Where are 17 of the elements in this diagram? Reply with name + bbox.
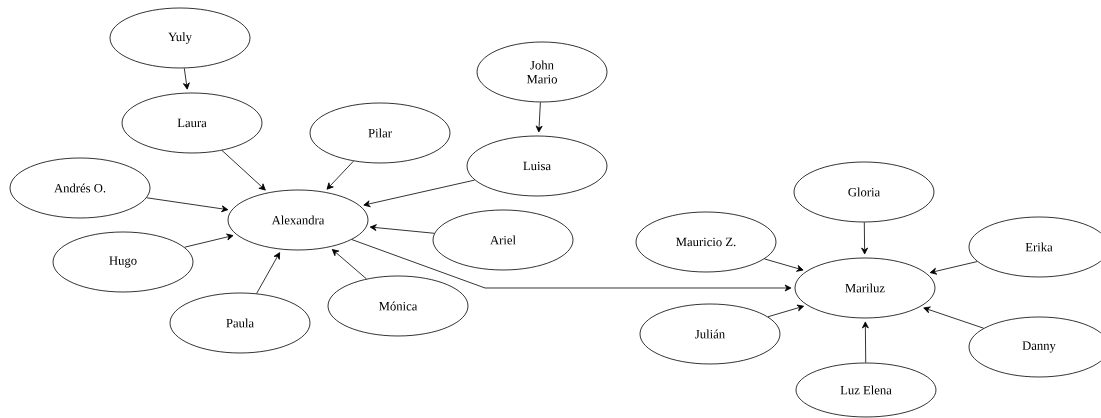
- arrow: [351, 239, 792, 292]
- arrow: [256, 252, 281, 294]
- arrow: [221, 150, 266, 191]
- arrow: [767, 304, 804, 318]
- arrow: [535, 101, 543, 133]
- arrow: [861, 321, 869, 363]
- arrow: [183, 67, 190, 90]
- arrow: [363, 179, 476, 208]
- arrow: [923, 306, 984, 329]
- arrow: [326, 160, 354, 190]
- arrow: [369, 224, 435, 234]
- arrow: [146, 197, 229, 213]
- arrow: [764, 258, 804, 272]
- arrow: [184, 233, 234, 248]
- arrow: [929, 261, 978, 275]
- arrow: [331, 249, 367, 280]
- arrow: [861, 222, 868, 255]
